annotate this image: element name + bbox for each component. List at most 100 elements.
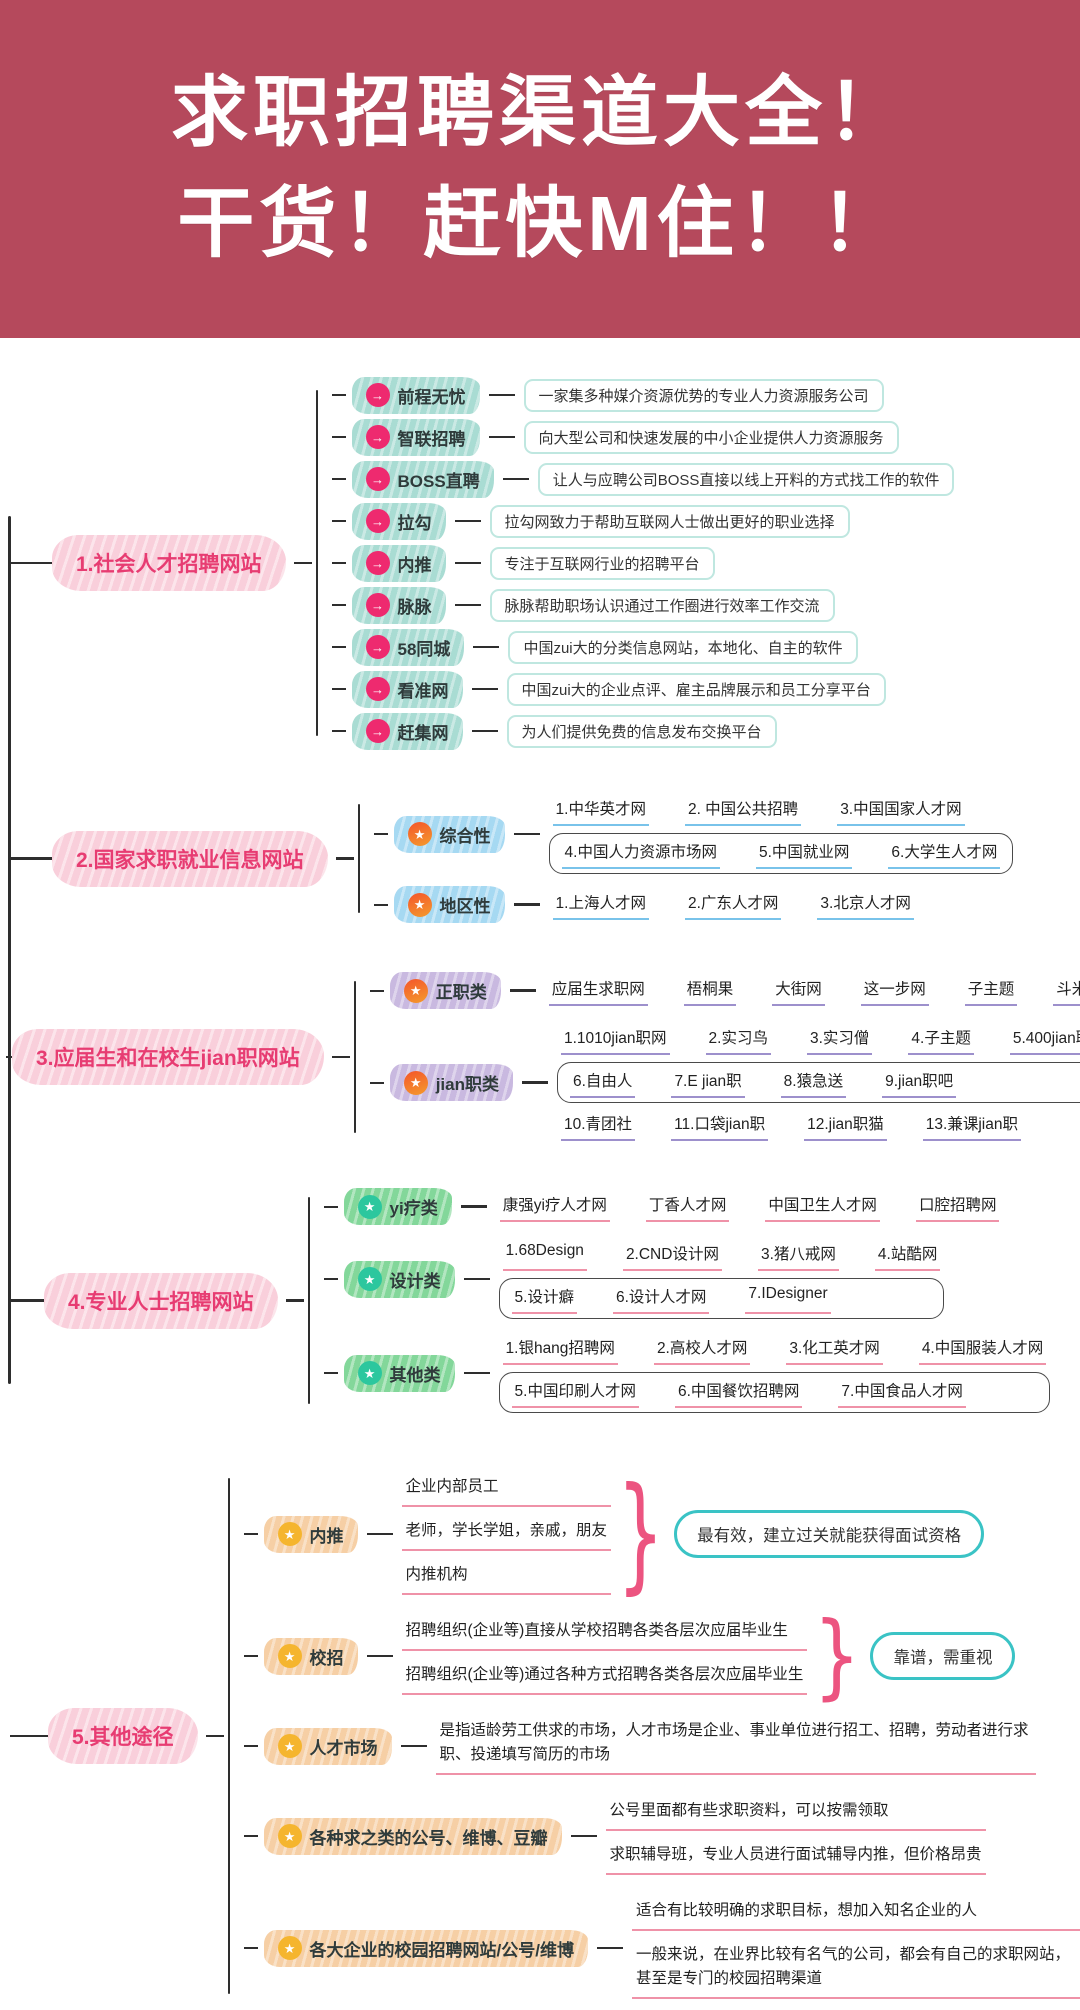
connector-line: [285, 1299, 304, 1302]
node-label: 设计类: [389, 1271, 441, 1291]
root-spine-line: [8, 516, 11, 1384]
node-lagou: → 拉勾: [351, 502, 446, 540]
site-item: 康强yi疗人才网: [499, 1191, 610, 1222]
site-item: 2.高校人才网: [653, 1334, 751, 1365]
arrow-icon: →: [365, 593, 390, 617]
connector-line: [400, 1744, 427, 1748]
node-label: 综合性: [439, 826, 491, 846]
connector-line: [509, 989, 536, 992]
site-list-row: 1.68Design 2.CND设计网 3.猪八戒网 4.站酷网: [499, 1239, 945, 1272]
node-label: 赶集网: [397, 723, 449, 743]
site-list-row: 1.1010jian职网 2.实习鸟 3.实习僧 4.子主题 5.400jian…: [557, 1023, 1080, 1056]
node-58tongcheng: → 58同城: [351, 628, 465, 666]
connector-line: [522, 1081, 548, 1084]
channel-detail-list: 适合有比较明确的求职目标，想加入知名企业的人 一般来说，在业界比较有名气的公司，…: [631, 1897, 1080, 2000]
node-maimai: → 脉脉: [351, 586, 446, 624]
connector-line: [471, 687, 498, 691]
star-icon: ★: [277, 1734, 302, 1759]
site-list-row: 应届生求职网 梧桐果 大街网 这一步网 子主题 斗米网: [545, 974, 1080, 1007]
banner-line2: 干货！赶快M住！！: [177, 181, 903, 267]
connector-line: [513, 832, 540, 836]
node-label: BOSS直聘: [397, 471, 480, 491]
branch-professional-sites: 4.专业人士招聘网站 ★ yi疗类 康强yi疗人才网 丁香人才网 中国卫生人才网: [0, 1181, 1080, 1420]
site-item: 6.自由人: [570, 1067, 636, 1098]
node-label: 前程无忧: [397, 387, 466, 407]
star-icon: ★: [407, 822, 432, 846]
site-item: 1.中华英才网: [552, 795, 649, 826]
mindmap: 1.社会人才招聘网站 → 前程无忧 一家集多种媒介资源优势的专业人力资源服务公司…: [0, 338, 1080, 2010]
branch3-node: 3.应届生和在校生jian职网站: [12, 1029, 324, 1085]
channel-detail: 招聘组织(企业等)直接从学校招聘各类各层次应届毕业生: [401, 1617, 808, 1652]
arrow-icon: →: [365, 509, 390, 533]
site-item: 1.银hang招聘网: [502, 1334, 618, 1365]
node-parttime: ★ jian职类: [389, 1064, 513, 1101]
node-row-zhilian: → 智联招聘 向大型公司和快速发展的中小企业提供人力资源服务: [332, 418, 955, 456]
site-item: 2.CND设计网: [622, 1240, 722, 1271]
site-list: 1.银hang招聘网 2.高校人才网 3.化工英才网 4.中国服装人才网 5.中…: [498, 1333, 1051, 1413]
channel-detail: 企业内部员工: [401, 1473, 612, 1508]
connector-line: [10, 857, 52, 860]
site-item: 4.子主题: [908, 1024, 974, 1055]
connector-line: [463, 1371, 490, 1375]
branch-other-channels: 5.其他途径 ★ 内推 企业内部员工 老师，学长学姐，亲戚，朋友 内推机构 }: [0, 1462, 1080, 2010]
node-label: 正职类: [435, 983, 487, 1002]
site-item: 7.IDesigner: [745, 1283, 831, 1314]
site-item: 口腔招聘网: [915, 1191, 1000, 1222]
site-item: 2. 中国公共招聘: [684, 795, 802, 826]
arrow-icon: →: [365, 467, 390, 491]
channel-detail-list: 公号里面都有些求职资料，可以按需领取 求职辅导班，专业人员进行面试辅导内推，但价…: [605, 1797, 986, 1876]
note-callout: 靠谱，需重视: [870, 1632, 1016, 1681]
node-public-accounts: ★ 各种求之类的公号、维博、豆瓣: [263, 1817, 562, 1855]
connector-line: [293, 561, 312, 565]
branch1-children: → 前程无忧 一家集多种媒介资源优势的专业人力资源服务公司 → 智联招聘 向大型…: [315, 374, 955, 752]
arrow-icon: →: [365, 677, 390, 701]
branch-national-job-sites: 2.国家求职就业信息网站 ★ 综合性 1.中华英才网 2. 中国公共招聘 3.中…: [0, 788, 1080, 929]
branch2-title: 2.国家求职就业信息网站: [76, 848, 304, 872]
site-item: 12.jian职猫: [804, 1110, 887, 1141]
node-design: ★ 设计类: [343, 1260, 455, 1298]
site-item: 3.中国国家人才网: [837, 795, 965, 826]
site-list-row: 1.中华英才网 2. 中国公共招聘 3.中国国家人才网: [549, 794, 1014, 827]
site-item: 1.1010jian职网: [561, 1024, 670, 1055]
arrow-icon: →: [365, 383, 390, 407]
site-item: 梧桐果: [683, 975, 737, 1006]
arrow-icon: →: [365, 551, 390, 575]
site-item: 8.猿急送: [780, 1067, 847, 1098]
channel-detail: 招聘组织(企业等)通过各种方式招聘各类各层次应届毕业生: [401, 1661, 808, 1696]
node-ganji: → 赶集网: [351, 712, 463, 750]
note-callout: 最有效，建立过关就能获得面试资格: [674, 1510, 985, 1559]
node-fulltime: ★ 正职类: [389, 972, 501, 1009]
site-item: 丁香人才网: [645, 1191, 730, 1222]
site-item: 6.设计人才网: [612, 1283, 710, 1314]
branch1-title: 1.社会人才招聘网站: [76, 553, 262, 576]
node-kanzhun: → 看准网: [351, 670, 463, 708]
site-item: 3.猪八戒网: [757, 1240, 839, 1271]
node-label: 拉勾: [397, 513, 432, 533]
connector-line: [331, 1055, 350, 1059]
site-item: 应届生求职网: [548, 975, 648, 1006]
node-label: 各大企业的校园招聘网站/公号/维博: [309, 1940, 574, 1960]
channel-row-talent-market: ★ 人才市场 是指适龄劳工供求的市场，人才市场是企业、事业单位进行招工、招聘，劳…: [244, 1717, 1080, 1776]
brace-decoration: }: [617, 1460, 665, 1608]
connector-line: [10, 1734, 48, 1738]
connector-line: [366, 1532, 393, 1536]
node-description: 让人与应聘公司BOSS直接以线上开料的方式找工作的软件: [537, 462, 955, 496]
star-icon: ★: [407, 892, 432, 917]
brace-decoration: }: [813, 1602, 861, 1710]
channel-detail: 公号里面都有些求职资料，可以按需领取: [605, 1797, 986, 1832]
node-description: 向大型公司和快速发展的中小企业提供人力资源服务: [523, 420, 899, 454]
site-item: 13.兼课jian职: [922, 1110, 1021, 1141]
site-item: 2.广东人才网: [684, 889, 782, 920]
node-description: 专注于互联网行业的招聘平台: [489, 546, 715, 580]
site-list-row: 6.自由人 7.E jian职 8.猿急送 9.jian职吧: [557, 1062, 1080, 1103]
star-icon: ★: [403, 1070, 428, 1095]
site-list-row: 5.设计癖 6.设计人才网 7.IDesigner: [498, 1278, 945, 1319]
site-item: 5.设计癖: [511, 1283, 577, 1314]
site-item: 3.实习僧: [806, 1024, 873, 1055]
channel-row-company-sites: ★ 各大企业的校园招聘网站/公号/维博 适合有比较明确的求职目标，想加入知名企业…: [244, 1897, 1080, 2000]
node-row-maimai: → 脉脉 脉脉帮助职场认识通过工作圈进行效率工作交流: [332, 586, 955, 624]
branch1-node: 1.社会人才招聘网站: [52, 535, 286, 591]
site-item: 3.北京人才网: [817, 889, 914, 920]
node-label: 看准网: [397, 681, 449, 701]
star-icon: ★: [357, 1194, 382, 1219]
